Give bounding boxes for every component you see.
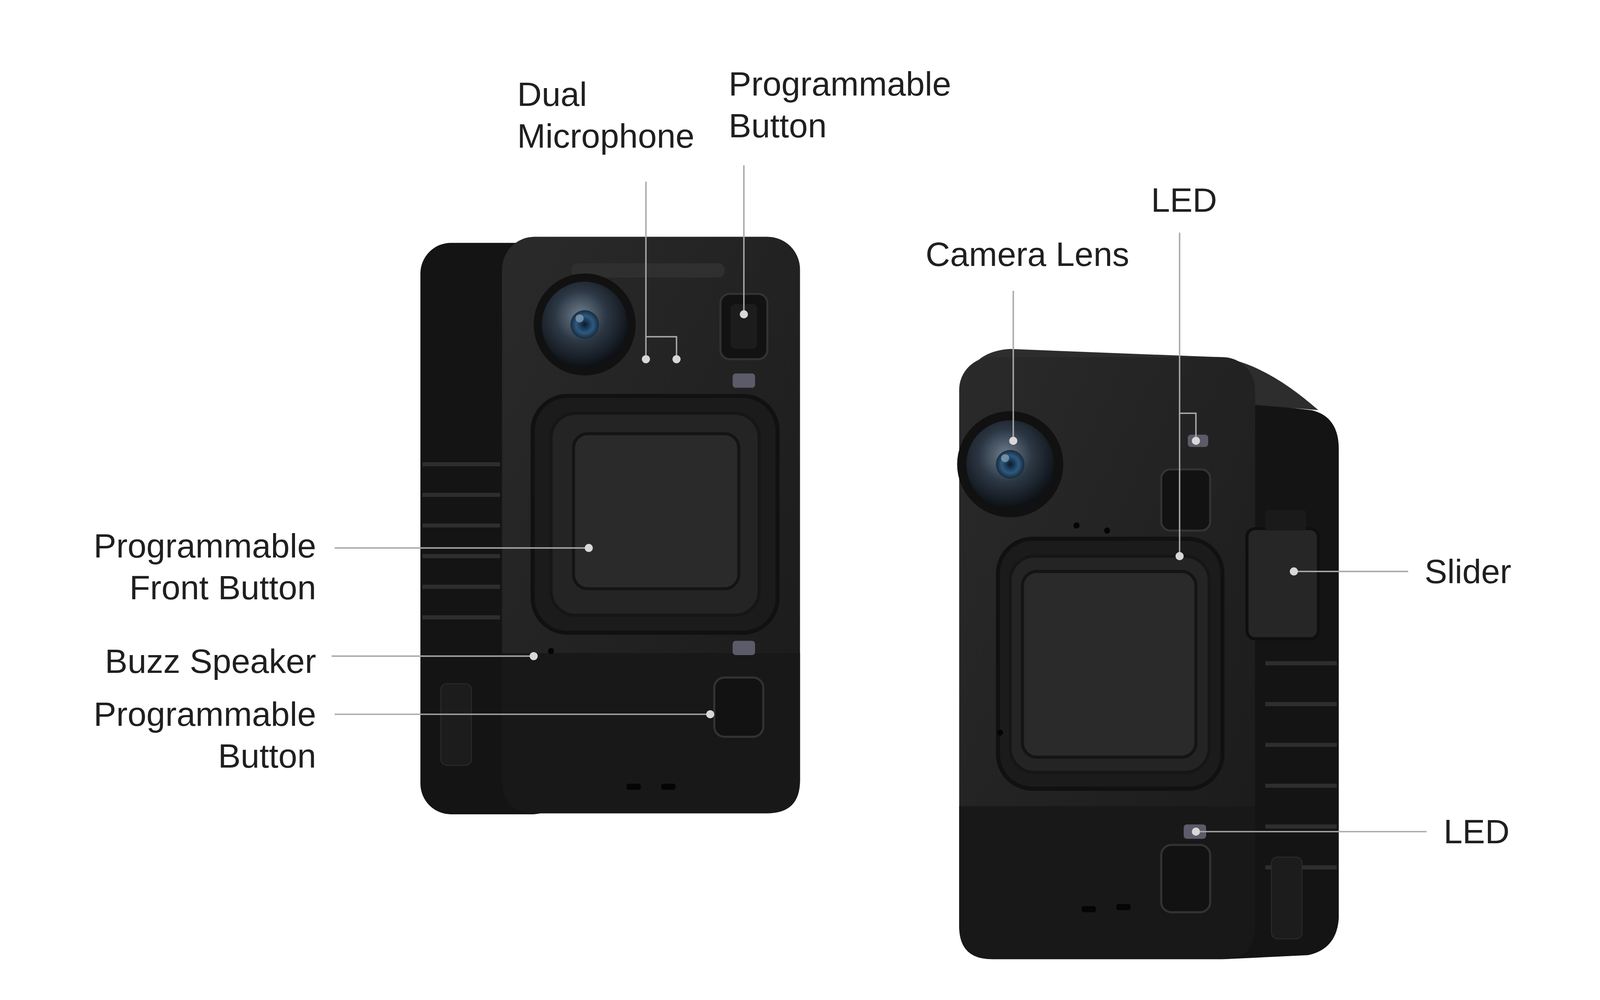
part-label: Buzz Speaker [105, 640, 317, 683]
part-label: Programmable Button [93, 693, 317, 778]
part-label: Slider [1424, 550, 1512, 593]
part-label: Dual Microphone [517, 73, 695, 157]
part-label: LED [1151, 179, 1218, 221]
part-label: LED [1443, 810, 1510, 853]
leader-lines [331, 165, 1427, 833]
part-label: Programmable Button [728, 62, 952, 147]
right-camera [957, 349, 1339, 960]
leader-dots [529, 310, 1298, 837]
part-label: Programmable Front Button [59, 525, 317, 609]
left-camera [420, 236, 800, 815]
part-label: Camera Lens [925, 233, 1130, 276]
